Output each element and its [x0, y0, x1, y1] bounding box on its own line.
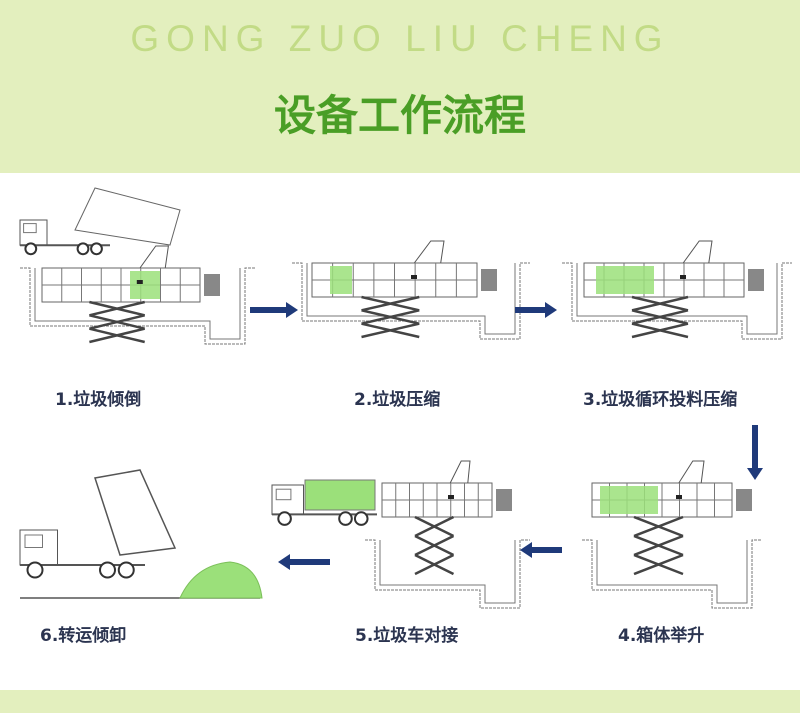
step-3-illustration	[562, 240, 792, 340]
step-label-5: 5.垃圾车对接	[355, 626, 459, 646]
garbage-fill	[130, 271, 160, 299]
step-2-illustration	[292, 240, 530, 340]
scissor-arm	[414, 553, 455, 576]
raised-container	[94, 469, 177, 556]
truck-wheel	[90, 242, 103, 256]
pit-wall	[292, 262, 530, 340]
step-label-2: 2.垃圾压缩	[354, 390, 441, 410]
scissor-arm	[633, 515, 684, 538]
pit-wall	[582, 539, 762, 609]
truck-window	[275, 488, 292, 501]
pit-wall	[562, 262, 792, 340]
step-6-illustration	[19, 469, 263, 599]
hopper	[139, 245, 169, 269]
garbage-fill	[330, 266, 352, 294]
truck-wheel	[117, 561, 135, 579]
arrow-head	[520, 542, 532, 558]
hopper	[449, 460, 471, 484]
header-subtitle: GONG ZUO LIU CHENG	[130, 18, 670, 59]
arrow-shaft	[250, 307, 286, 313]
step-label-6: 6.转运倾卸	[40, 626, 127, 646]
indicator	[676, 495, 682, 499]
pit-wall	[20, 267, 255, 345]
pit-inner	[576, 263, 778, 335]
truck-wheel	[338, 511, 353, 526]
arrow-step5-to-6	[278, 554, 330, 570]
pit-inner	[379, 540, 516, 604]
arrow-head	[278, 554, 290, 570]
truck-wheel	[76, 242, 90, 256]
step-label-1: 1.垃圾倾倒	[55, 390, 142, 410]
scissor-arm	[89, 300, 145, 317]
motor	[481, 269, 497, 291]
truck-wheel	[353, 511, 369, 526]
motor	[736, 489, 752, 511]
scissor-arm	[361, 309, 420, 325]
garbage-fill	[600, 486, 658, 514]
garbage-pile	[179, 561, 263, 599]
indicator	[411, 275, 417, 279]
arrow-head	[545, 302, 557, 318]
truck-wheel	[277, 511, 292, 526]
scissor-arm	[631, 295, 689, 312]
truck-window	[23, 223, 37, 234]
truck-wheel	[99, 561, 116, 579]
step-1-illustration	[19, 187, 255, 345]
pit-inner	[306, 263, 516, 335]
arrow-shaft	[752, 425, 758, 468]
scissor-arm	[89, 327, 145, 344]
tipping-container	[74, 187, 181, 246]
hopper	[682, 240, 713, 264]
header-banner: GONG ZUO LIU CHENG 设备工作流程	[0, 0, 800, 173]
hopper	[413, 240, 445, 264]
pit-inner	[34, 268, 241, 340]
truck-box-garbage	[304, 479, 376, 511]
scissor-arm	[633, 553, 684, 576]
indicator	[448, 495, 454, 499]
arrow-step4-to-5	[520, 542, 562, 558]
pit-wall	[365, 539, 530, 609]
scissor-arm	[361, 322, 420, 339]
step-4-illustration	[582, 460, 762, 609]
hopper	[678, 460, 705, 484]
arrow-head	[286, 302, 298, 318]
arrow-shaft	[532, 547, 562, 553]
pit-inner	[596, 540, 748, 604]
scissor-arm	[89, 314, 145, 330]
scissor-arm	[631, 322, 689, 339]
scissor-arm	[633, 534, 684, 557]
arrow-step1-to-2	[250, 302, 298, 318]
indicator	[136, 280, 143, 284]
truck-wheel	[24, 242, 38, 256]
header-title: 设备工作流程	[273, 91, 526, 140]
arrow-shaft	[290, 559, 330, 565]
arrow-shaft	[515, 307, 545, 313]
footer-strip	[0, 690, 800, 713]
step-label-4: 4.箱体举升	[618, 626, 705, 646]
arrow-head	[747, 468, 763, 480]
scissor-arm	[631, 309, 689, 325]
motor	[748, 269, 764, 291]
scissor-arm	[414, 515, 455, 538]
motor	[496, 489, 512, 511]
arrow-step3-to-4	[747, 425, 763, 480]
step-5-illustration	[271, 460, 530, 609]
arrow-step2-to-3	[515, 302, 557, 318]
step-label-3: 3.垃圾循环投料压缩	[583, 390, 738, 410]
motor	[204, 274, 220, 296]
indicator	[680, 275, 686, 279]
scissor-arm	[361, 295, 420, 312]
truck-window	[24, 534, 43, 548]
garbage-fill	[596, 266, 654, 294]
truck-wheel	[26, 561, 44, 579]
scissor-arm	[414, 534, 455, 557]
